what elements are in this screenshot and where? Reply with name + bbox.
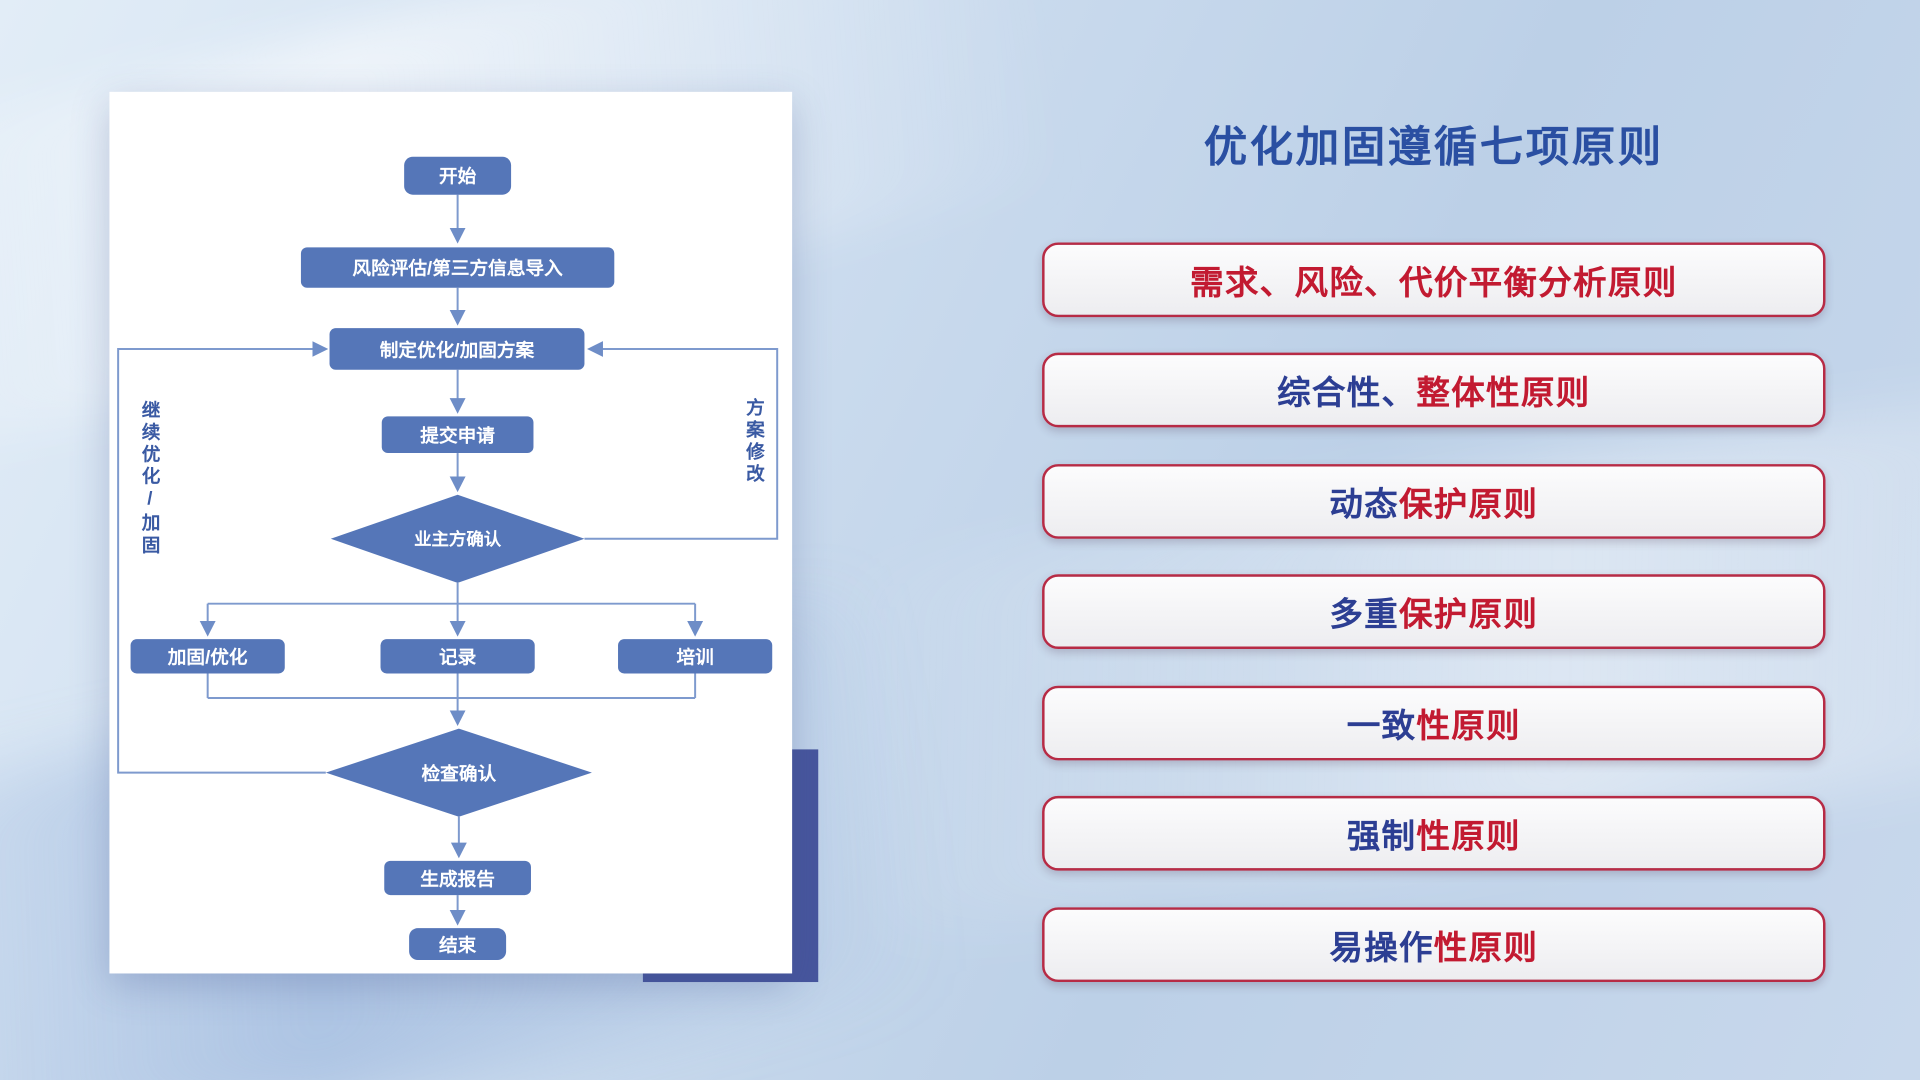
node-owner-confirm-label: 业主方确认 (414, 528, 502, 549)
flowchart-connectors (117, 194, 779, 926)
node-record: 记录 (380, 639, 535, 674)
principle-text-red: 保护原则 (1398, 596, 1539, 634)
node-make-plan: 制定优化/加固方案 (329, 328, 585, 370)
node-start: 开始 (404, 156, 512, 195)
principle-text-red: 性原则 (1416, 707, 1521, 745)
principle-text-red: 保护原则 (1398, 486, 1539, 523)
principle-text-red: 整体性原则 (1416, 374, 1591, 412)
principle-card-2: 综合性、整体性原则 (1042, 352, 1826, 428)
principle-text-blue: 强制 (1346, 817, 1417, 855)
node-report: 生成报告 (384, 860, 531, 896)
principle-text-blue: 多重 (1329, 596, 1399, 634)
node-check-confirm-label: 检查确认 (421, 763, 497, 785)
principle-card-1: 需求、风险、代价平衡分析原则 (1042, 242, 1826, 318)
flowchart-card: 开始 风险评估/第三方信息导入 制定优化/加固方案 提交申请 业主方确认 加固/… (109, 91, 793, 974)
principle-text-red: 性原则 (1416, 817, 1521, 855)
page-title: 优化加固遵循七项原则 (1203, 123, 1664, 172)
principle-card-6: 强制性原则 (1042, 795, 1826, 871)
node-reinforce: 加固/优化 (130, 639, 285, 674)
node-training: 培训 (618, 639, 773, 674)
principle-card-3: 动态保护原则 (1042, 464, 1826, 539)
principle-card-7: 易操作性原则 (1042, 907, 1826, 983)
principle-text-red: 需求、风险、代价平衡分析原则 (1190, 264, 1678, 302)
principle-text-blue: 动态 (1329, 486, 1399, 523)
principle-text-blue: 综合性、 (1277, 374, 1417, 412)
principle-text-blue: 一致 (1346, 707, 1417, 745)
loop-label-continue-optimize: 继续优化/加固 (139, 400, 161, 558)
node-risk-import: 风险评估/第三方信息导入 (300, 247, 615, 288)
node-submit: 提交申请 (381, 416, 534, 454)
principle-card-4: 多重保护原则 (1042, 574, 1826, 649)
principle-text-blue: 易操作 (1329, 929, 1434, 967)
principle-card-5: 一致性原则 (1042, 685, 1826, 761)
decision-diamond-check (325, 728, 592, 817)
principle-text-red: 性原则 (1433, 929, 1539, 967)
loop-label-plan-revision: 方案修改 (743, 397, 765, 487)
node-end: 结束 (409, 928, 507, 961)
